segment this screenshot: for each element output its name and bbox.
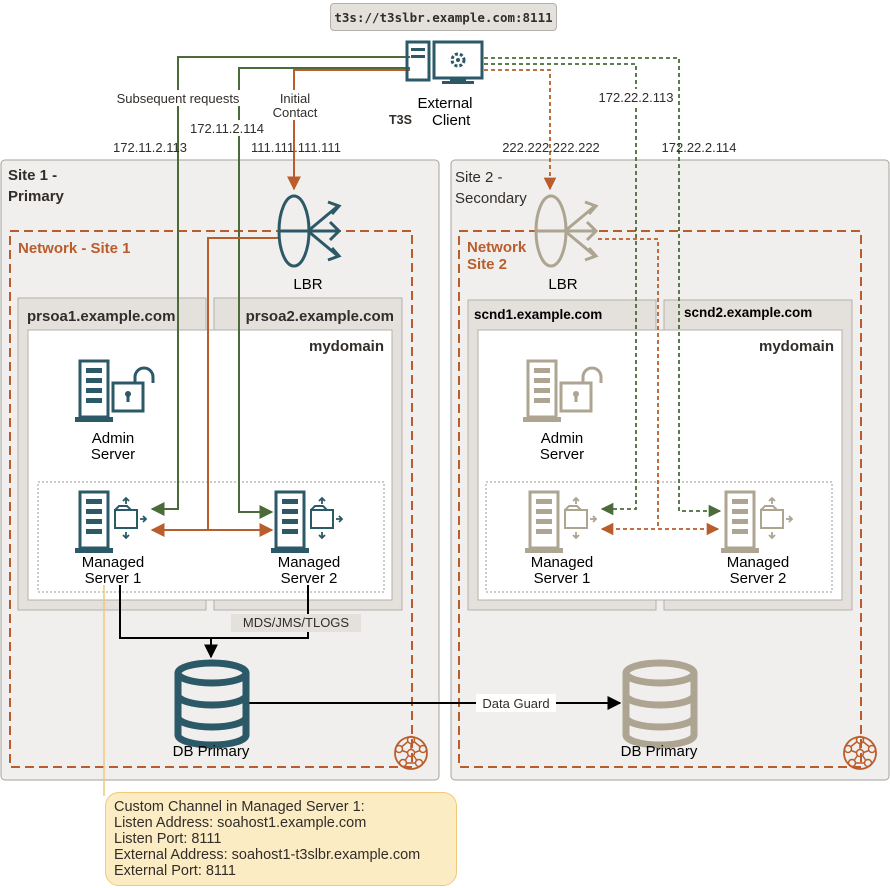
subsequent-label-bg — [110, 90, 246, 106]
client-t3s-label: T3S — [389, 113, 412, 127]
lbr-site1-label: LBR — [293, 276, 322, 293]
site1-host1-label: prsoa1.example.com — [27, 308, 175, 325]
mds-label-bg — [231, 614, 361, 632]
managed-server1-site1-label: Managed — [82, 554, 145, 571]
managed-server1-site2-label: Managed — [531, 554, 594, 571]
contact-label: Contact — [273, 105, 318, 120]
initial-contact-path — [287, 69, 410, 191]
callout-listen-port: Listen Port: 8111 — [114, 831, 222, 847]
site2-host2-label: scnd2.example.com — [684, 305, 812, 320]
site2-network-boundary — [458, 230, 862, 768]
site2-host1-label: scnd1.example.com — [474, 307, 602, 322]
managed-server1-site2-label-2: Server 1 — [534, 570, 591, 587]
site2-domain-box — [477, 329, 843, 601]
site1-host2-label: prsoa2.example.com — [246, 308, 394, 325]
admin-server-site1-label: Admin — [92, 430, 135, 447]
ip2-bg — [192, 120, 260, 136]
dataguard-label: Data Guard — [482, 696, 549, 711]
managed-server2-site2-label: Managed — [727, 554, 790, 571]
mds-line — [119, 585, 309, 639]
site2-subsequent-path-2 — [484, 57, 722, 518]
subsequent-request-path-2 — [238, 67, 410, 519]
site2-subtitle: Secondary — [455, 190, 527, 207]
site2-domain-label: mydomain — [759, 338, 834, 355]
t3s-url-label: t3s://t3slbr.example.com:8111 — [330, 3, 557, 31]
site1-network-boundary — [9, 230, 413, 768]
initial-label: Initial — [280, 91, 310, 106]
ip-222-222-222-222: 222.222.222.222 — [502, 140, 600, 155]
ip-111-111-111-111: 111.111.111.111 — [251, 140, 341, 155]
site1-cluster-box — [37, 481, 385, 593]
site2-title: Site 2 - — [455, 169, 503, 186]
site1-domain-label: mydomain — [309, 338, 384, 355]
subsequent-request-path-1 — [150, 56, 410, 516]
subsequent-label: Subsequent requests — [117, 91, 240, 106]
callout-external-port: External Port: 8111 — [114, 863, 236, 879]
callout-external-address: External Address: soahost1-t3slbr.exampl… — [114, 847, 421, 863]
site2-network-label: Network — [467, 239, 527, 256]
mds-label: MDS/JMS/TLOGS — [243, 615, 350, 630]
site1-title: Site 1 - — [8, 167, 57, 184]
callout-listen-address: Listen Address: soahost1.example.com — [114, 815, 367, 831]
site2-lbr-path — [598, 238, 659, 529]
initial-label-bg — [270, 90, 320, 120]
callout-title: Custom Channel in Managed Server 1: — [114, 799, 365, 815]
admin-server-site2-label-2: Server — [540, 446, 584, 463]
ip-172-11-2-113: 172.11.2.113 — [113, 140, 187, 155]
db-site2-label: DB Primary — [621, 743, 698, 760]
ip-172-22-2-114: 172.22.2.114 — [662, 140, 737, 155]
managed-server1-site1-label-2: Server 1 — [85, 570, 142, 587]
ip5-bg — [598, 89, 674, 105]
admin-server-site2-label: Admin — [541, 430, 584, 447]
admin-server-site1-label-2: Server — [91, 446, 135, 463]
monitor-icon — [405, 40, 484, 84]
site2-initial-path — [484, 69, 557, 191]
custom-channel-callout: Custom Channel in Managed Server 1: List… — [105, 792, 457, 886]
ip-172-22-2-113: 172.22.2.113 — [599, 90, 674, 105]
managed-server2-site1-label: Managed — [278, 554, 341, 571]
managed-server2-site2-label-2: Server 2 — [730, 570, 787, 587]
client-label: External — [417, 95, 472, 112]
client-label-2: Client — [432, 112, 471, 129]
ip-172-11-2-114: 172.11.2.114 — [190, 121, 264, 136]
lbr-to-servers-path — [207, 237, 280, 530]
site2-network-label-2: Site 2 — [467, 256, 507, 273]
db-site1-label: DB Primary — [173, 743, 250, 760]
dataguard-label-bg — [476, 694, 556, 712]
site1-domain-box — [27, 329, 393, 601]
site2-subsequent-path-1 — [484, 63, 637, 516]
managed-server2-site1-label-2: Server 2 — [281, 570, 338, 587]
site1-subtitle: Primary — [8, 188, 65, 205]
site1-network-label: Network - Site 1 — [18, 240, 131, 257]
lbr-site2-label: LBR — [548, 276, 577, 293]
site2-cluster-box — [485, 481, 833, 593]
